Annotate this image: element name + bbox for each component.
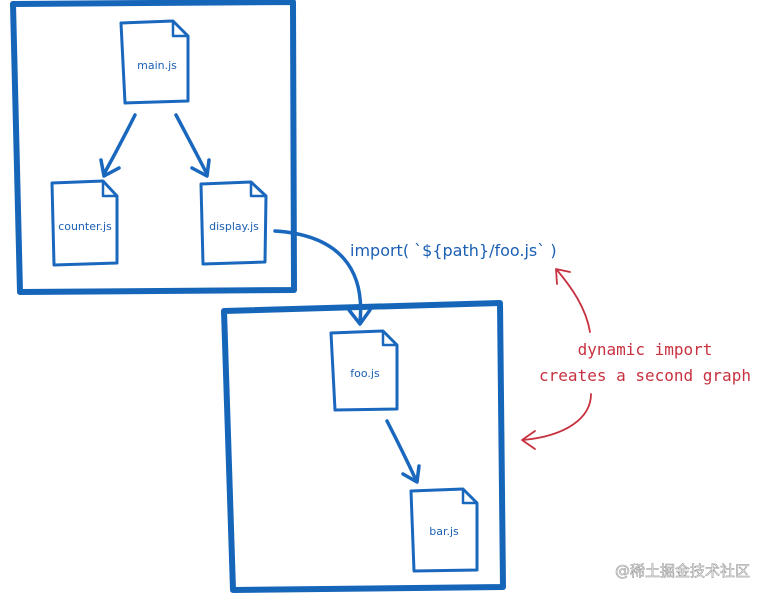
dynamic-import-code-label: import( `${path}/foo.js` ) xyxy=(350,241,557,260)
watermark-text: @稀土掘金技术社区 xyxy=(615,562,750,580)
file-label-counter-js: counter.js xyxy=(58,220,112,233)
arrow-display-to-foo xyxy=(273,229,372,326)
file-display-js: display.js xyxy=(199,180,268,266)
annotation-line-2: creates a second graph xyxy=(539,366,751,385)
file-label-main-js: main.js xyxy=(137,59,177,72)
file-main-js: main.js xyxy=(119,19,190,105)
annotation-arrow-up xyxy=(555,268,591,333)
file-bar-js: bar.js xyxy=(409,487,479,573)
arrow-main-to-display xyxy=(174,113,211,178)
module-graph-2-box xyxy=(221,300,506,593)
file-label-display-js: display.js xyxy=(209,220,259,233)
file-counter-js: counter.js xyxy=(50,179,119,267)
file-label-foo-js: foo.js xyxy=(350,367,380,380)
module-graph-1-box xyxy=(10,0,297,295)
annotation-line-1: dynamic import xyxy=(578,340,713,359)
file-label-bar-js: bar.js xyxy=(429,525,459,538)
arrow-main-to-counter xyxy=(99,113,137,178)
annotation-arrow-down xyxy=(521,393,592,450)
arrow-foo-to-bar xyxy=(385,419,421,484)
file-foo-js: foo.js xyxy=(329,329,399,412)
